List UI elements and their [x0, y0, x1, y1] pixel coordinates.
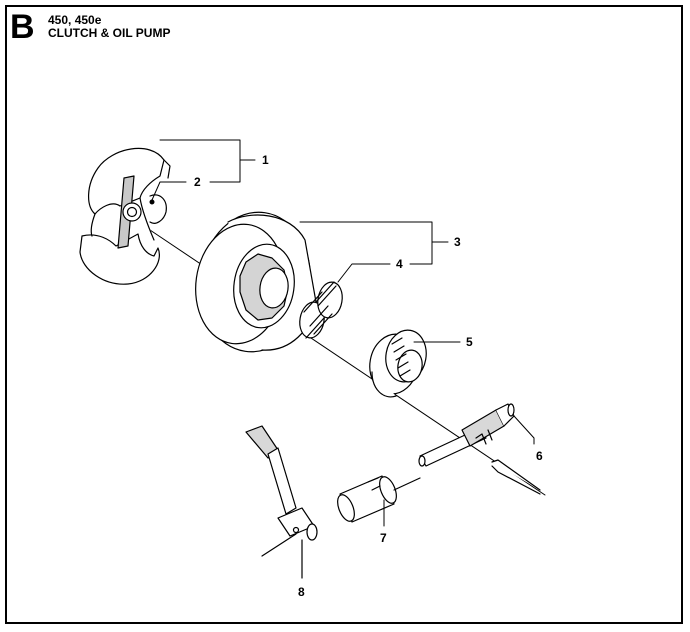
- callout-1: 1: [262, 153, 269, 167]
- leader-lines: [149, 139, 535, 527]
- section-letter: B: [10, 8, 35, 46]
- callout-6: 6: [536, 449, 543, 463]
- callout-4: 4: [396, 257, 403, 271]
- clutch-shoes-part: [79, 147, 171, 285]
- callout-8: 8: [298, 585, 305, 599]
- callout-labels: 1 2 3 4 5 6 7 8: [194, 153, 543, 599]
- diagram-title: CLUTCH & OIL PUMP: [48, 26, 171, 40]
- pump-lever-part: [245, 425, 318, 579]
- diagram-frame: [5, 5, 683, 624]
- worm-gear-part: [369, 329, 427, 398]
- sleeve-part: [337, 475, 421, 523]
- model-numbers: 450, 450e: [48, 13, 102, 27]
- callout-3: 3: [454, 235, 461, 249]
- callout-5: 5: [466, 335, 473, 349]
- callout-2: 2: [194, 175, 201, 189]
- clutch-drum-part: [195, 211, 317, 353]
- needle-bearing-part: [299, 281, 343, 339]
- callout-7: 7: [380, 531, 387, 545]
- pump-plunger-part: [418, 403, 541, 495]
